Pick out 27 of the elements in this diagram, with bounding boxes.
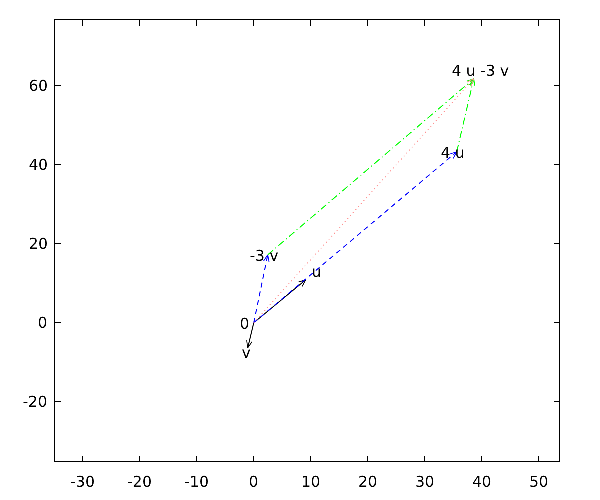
axis-tick-label: 0 [38, 314, 48, 332]
vector-arrow [254, 78, 474, 324]
vector-arrow [254, 254, 270, 324]
axis-tick-label: -20 [128, 474, 152, 490]
vector-arrow [246, 322, 254, 348]
axis-tick-label: 50 [530, 474, 549, 490]
vector-label: 4 u [441, 145, 465, 162]
axis-tick-label: 20 [358, 474, 378, 490]
vector-label: u [312, 264, 322, 281]
axis-tick-label: -20 [23, 394, 48, 410]
axis-tick-label: 0 [249, 474, 259, 490]
vector-arrow [254, 280, 306, 324]
axis-tick-label: 20 [29, 236, 48, 252]
axis-tick-label: 60 [29, 78, 48, 94]
axis-tick-label: 10 [302, 474, 321, 490]
axis-tick-label: 40 [29, 156, 48, 174]
vector-label: -3 v [250, 248, 279, 265]
vector-label: 4 u -3 v [452, 63, 510, 80]
vector-label: 0 [240, 316, 250, 333]
vector-label: v [242, 345, 251, 362]
axis-tick-label: 30 [416, 474, 435, 490]
axis-tick-label: -30 [70, 474, 95, 490]
axis-tick-label: 40 [472, 474, 492, 490]
vector-arrow [456, 78, 476, 152]
axis-tick-label: -10 [184, 474, 209, 490]
vector-arrow [254, 152, 458, 324]
vector-arrow [268, 78, 474, 256]
